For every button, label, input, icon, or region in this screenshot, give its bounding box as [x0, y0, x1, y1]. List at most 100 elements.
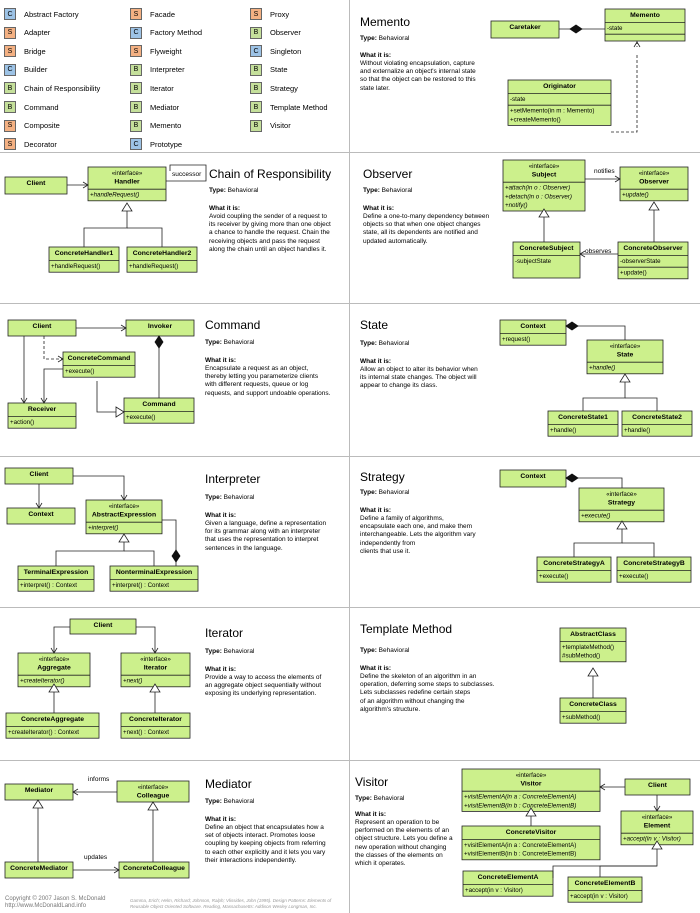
- uml-line: [582, 382, 626, 411]
- uml-class-box: [87, 166, 167, 202]
- uml-text: +handle(): [624, 427, 650, 434]
- what-label: What it is:: [205, 666, 237, 673]
- uml-text: +next() : Context: [123, 729, 169, 736]
- inheritance-triangle: [115, 406, 125, 418]
- legend-label: Prototype: [150, 139, 183, 149]
- uml-text: «interface»: [639, 170, 670, 177]
- uml-class-box: [619, 166, 689, 202]
- uml-text: ConcreteStrategyA: [543, 560, 605, 567]
- pattern-description: Define the skeleton of an algorithm in a…: [360, 673, 495, 713]
- legend-badge: C: [250, 45, 262, 58]
- uml-text: Originator: [543, 83, 576, 90]
- uml-text: Context: [28, 511, 54, 518]
- pattern-description: Given a language, define a representatio…: [205, 520, 327, 552]
- uml-text: Handler: [114, 179, 140, 186]
- what-label: What it is:: [205, 357, 237, 364]
- uml-text: ConcreteHandler1: [55, 250, 114, 257]
- divider: [350, 456, 700, 457]
- legend-label: Command: [24, 102, 59, 112]
- legend-label: Iterator: [150, 83, 174, 93]
- uml-text: ConcreteHandler2: [133, 250, 192, 257]
- uml-text: Mediator: [25, 787, 54, 794]
- legend-badge: B: [130, 82, 142, 95]
- pattern-type: Type: Behavioral: [205, 339, 255, 346]
- pattern-description: Encapsulate a request as an object, ther…: [205, 365, 331, 397]
- pattern-title: Strategy: [360, 470, 405, 484]
- uml-text: Element: [644, 823, 671, 830]
- arrow-head: [50, 647, 58, 654]
- uml-text: +subMethod(): [562, 714, 600, 721]
- uml-text: «interface»: [610, 343, 641, 350]
- legend-badge: B: [4, 101, 16, 113]
- pattern-type: Type: Behavioral: [363, 187, 413, 194]
- uml-text: +update(): [620, 270, 647, 277]
- uml-line: [96, 381, 116, 413]
- uml-class-box: [85, 499, 163, 535]
- uml-text: +update(): [622, 192, 649, 199]
- pattern-title: Memento: [360, 15, 411, 29]
- arrow-head: [113, 866, 120, 874]
- what-label: What it is:: [205, 512, 237, 519]
- pattern-type: Type: Behavioral: [205, 798, 255, 805]
- legend-badge: S: [130, 45, 142, 58]
- uml-text: Visitor: [520, 781, 541, 788]
- uml-text: Colleague: [137, 793, 170, 800]
- uml-text: ConcreteIterator: [129, 716, 182, 723]
- uml-text: «interface»: [109, 503, 140, 510]
- uml-class-box: [559, 697, 627, 724]
- arrow-head: [35, 502, 43, 509]
- legend-label: Template Method: [270, 102, 328, 112]
- uml-text: +request(): [502, 336, 530, 343]
- uml-class-box: [69, 618, 137, 635]
- legend-badge: B: [4, 82, 16, 95]
- uml-text: +action(): [10, 419, 34, 426]
- uml-class-box: [567, 876, 643, 903]
- uml-text: +handleRequest(): [129, 263, 178, 270]
- pattern-description: Avoid coupling the sender of a request t…: [209, 213, 331, 253]
- pattern-title: Template Method: [360, 622, 453, 636]
- pattern-title: Visitor: [355, 775, 389, 789]
- pattern-type: Type: Behavioral: [205, 494, 255, 501]
- uml-text: ConcreteVisitor: [506, 829, 557, 836]
- pattern-title: Command: [205, 318, 261, 332]
- legend-label: Decorator: [24, 139, 57, 149]
- copyright: Copyright © 2007 Jason S. McDonald http:…: [5, 896, 106, 909]
- legend-label: Adapter: [24, 28, 51, 38]
- uml-text: -state: [510, 96, 526, 103]
- uml-text: +handleRequest(): [90, 192, 139, 199]
- uml-text: +execute(): [619, 573, 648, 580]
- what-label: What it is:: [205, 816, 237, 823]
- arrow-head: [579, 250, 586, 258]
- uml-text: ConcreteCommand: [68, 355, 131, 362]
- uml-text: Client: [648, 782, 668, 789]
- legend-label: Factory Method: [150, 28, 203, 38]
- reference: Gamma, Erich; Helm, Richard; Johnson, Ra…: [130, 898, 332, 909]
- center-divider: [349, 0, 350, 913]
- uml-class-box: [499, 469, 567, 488]
- uml-line: [55, 542, 125, 566]
- divider: [350, 607, 700, 608]
- uml-class-box: [620, 810, 694, 846]
- what-label: What it is:: [360, 665, 392, 672]
- uml-line: [43, 336, 63, 360]
- composition-diamond: [565, 321, 579, 331]
- uml-text: «interface»: [516, 772, 547, 779]
- uml-class-box: [123, 397, 195, 424]
- uml-text: Receiver: [28, 406, 57, 413]
- uml-text: ConcreteElementB: [575, 880, 636, 887]
- legend-badge: B: [250, 63, 262, 76]
- pattern-title: Chain of Responsibility: [209, 167, 332, 181]
- pattern-title: Iterator: [205, 626, 244, 640]
- composition-diamond: [565, 473, 579, 483]
- uml-text: «interface»: [606, 491, 637, 498]
